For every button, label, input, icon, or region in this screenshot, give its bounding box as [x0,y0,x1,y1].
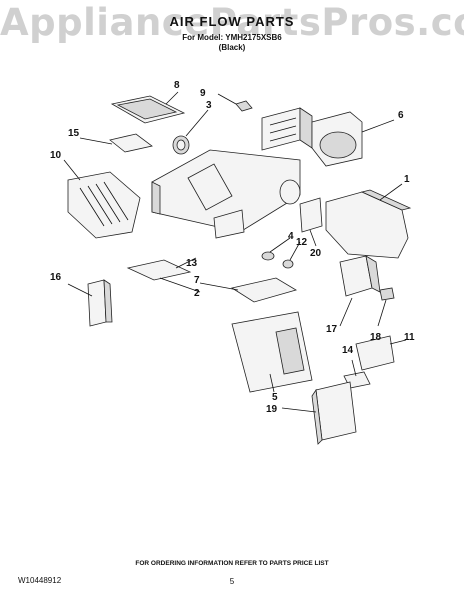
ordering-note: FOR ORDERING INFORMATION REFER TO PARTS … [135,560,329,567]
part-11-control-board [355,335,395,371]
page-number: 5 [229,577,235,586]
callout-8: 8 [174,80,180,91]
callout-9: 9 [200,88,206,99]
callout-12: 12 [296,237,308,248]
callout-15: 15 [68,128,80,139]
part-5-vent-panel [231,311,313,393]
callout-18: 18 [370,332,382,343]
watermark: AppliancePartsPros.com [0,1,464,44]
part-10-vent-grille [67,171,141,239]
callout-3: 3 [206,100,212,111]
callout-20: 20 [310,248,322,259]
leader-lines [63,91,407,413]
callout-1: 1 [404,174,410,185]
part-15-plate [109,133,153,153]
part-8-grease-filter [110,95,186,124]
document-number: W10448912 [18,576,62,585]
callout-11: 11 [404,332,415,343]
callout-2: 2 [194,288,200,299]
part-17-transformer [339,255,381,297]
part-7-cover [230,277,297,303]
callout-13: 13 [186,258,198,269]
part-19-duct-insert [311,381,357,445]
callout-6: 6 [398,110,404,121]
callout-4: 4 [288,231,294,242]
part-3-damper [172,135,190,155]
page-title: AIR FLOW PARTS [169,14,295,29]
model-line: For Model: YMH2175XSB6 [182,33,282,42]
part-18-clip [379,287,395,301]
main-chassis [151,149,301,239]
part-4-thermal-cutoff [261,251,294,269]
callout-14: 14 [342,345,354,356]
callout-17: 17 [326,324,338,335]
callout-7: 7 [194,275,200,286]
callout-16: 16 [50,272,62,283]
callout-19: 19 [266,404,278,415]
callout-5: 5 [272,392,278,403]
part-9-clip [235,100,253,112]
part-20-plate [299,197,323,233]
color-line: (Black) [218,43,246,52]
callout-10: 10 [50,150,62,161]
part-13-plate [126,259,192,281]
part-6-blower-motor [261,107,363,167]
part-16-bracket [87,279,113,327]
part-1-air-duct [325,189,412,259]
